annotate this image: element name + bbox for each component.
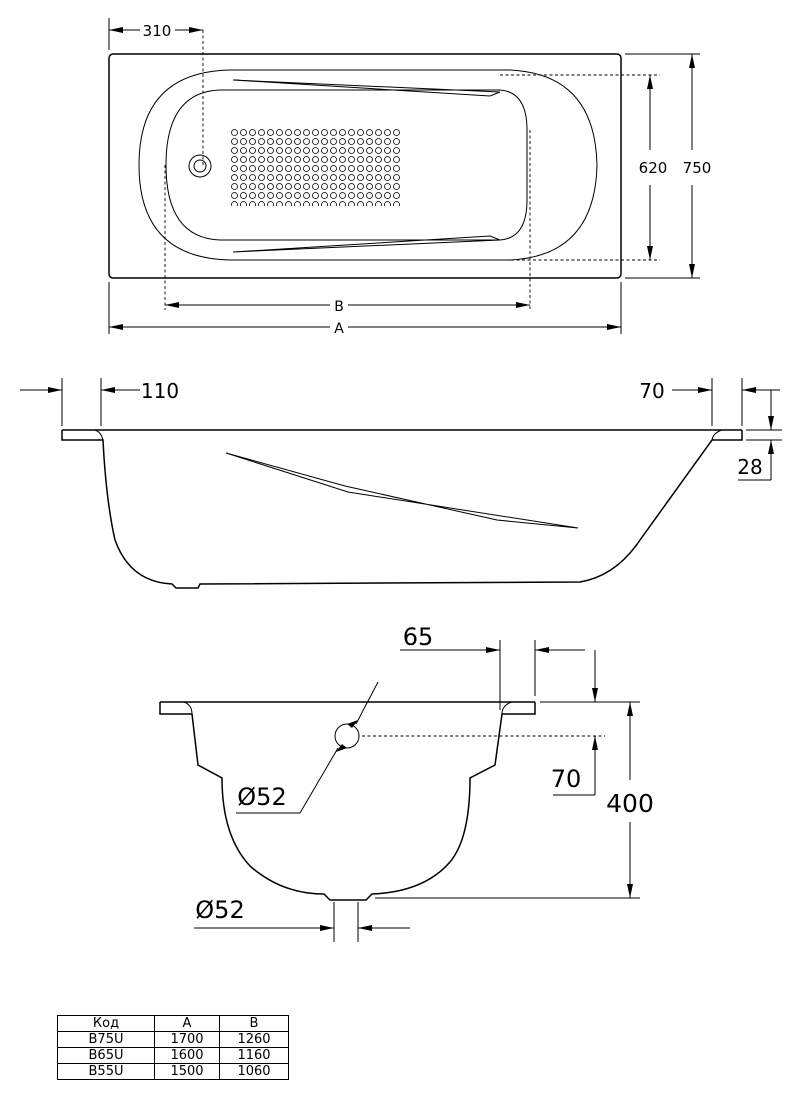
cell-code: B75U (57, 1031, 155, 1048)
table-row: B55U 1500 1060 (57, 1063, 289, 1080)
cell-a: 1500 (154, 1063, 220, 1080)
cell-b: 1160 (219, 1047, 289, 1064)
side-profile (61, 430, 743, 589)
armrest-bottom (232, 235, 501, 253)
dim-70-side-label: 70 (639, 379, 664, 403)
section-profile (159, 702, 536, 901)
cell-code: B65U (57, 1047, 155, 1064)
dim-overflow-diameter-label: Ø52 (237, 783, 286, 811)
dim-400-label: 400 (606, 789, 654, 818)
dim-70-section-label: 70 (551, 765, 582, 793)
table-row: B65U 1600 1160 (57, 1047, 289, 1064)
tub-basin (165, 89, 528, 241)
cell-code: B55U (57, 1063, 155, 1080)
anti-slip-pattern (230, 128, 402, 206)
header-code: Код (57, 1015, 155, 1032)
spec-table: Код A B B75U 1700 1260 B65U 1600 1160 B5… (57, 1015, 289, 1080)
cell-b: 1060 (219, 1063, 289, 1080)
top-view: 310 620 750 B A (108, 18, 712, 337)
drain-inner (193, 159, 207, 173)
dim-310-label: 310 (143, 22, 172, 40)
side-view: 110 70 28 (20, 378, 782, 589)
cell-b: 1260 (219, 1031, 289, 1048)
dim-750-label: 750 (683, 159, 712, 177)
dim-a-label: A (334, 321, 344, 337)
dim-110-label: 110 (141, 379, 179, 403)
drain-icon (188, 154, 212, 178)
cell-a: 1700 (154, 1031, 220, 1048)
cell-a: 1600 (154, 1047, 220, 1064)
dim-28-label: 28 (737, 455, 762, 479)
tub-outline (108, 53, 622, 279)
dim-b-label: B (334, 299, 344, 315)
overflow-icon (334, 723, 360, 749)
side-armrest (225, 452, 579, 529)
dim-620-label: 620 (639, 159, 668, 177)
table-header-row: Код A B (57, 1015, 289, 1032)
header-a: A (154, 1015, 220, 1032)
armrest-top (232, 79, 501, 97)
table-row: B75U 1700 1260 (57, 1031, 289, 1048)
cross-section: 65 Ø52 70 400 Ø52 (159, 623, 654, 942)
tub-inner-rim (138, 69, 598, 261)
dim-drain-diameter-label: Ø52 (195, 896, 244, 924)
header-b: B (219, 1015, 289, 1032)
dim-65-label: 65 (403, 623, 434, 651)
